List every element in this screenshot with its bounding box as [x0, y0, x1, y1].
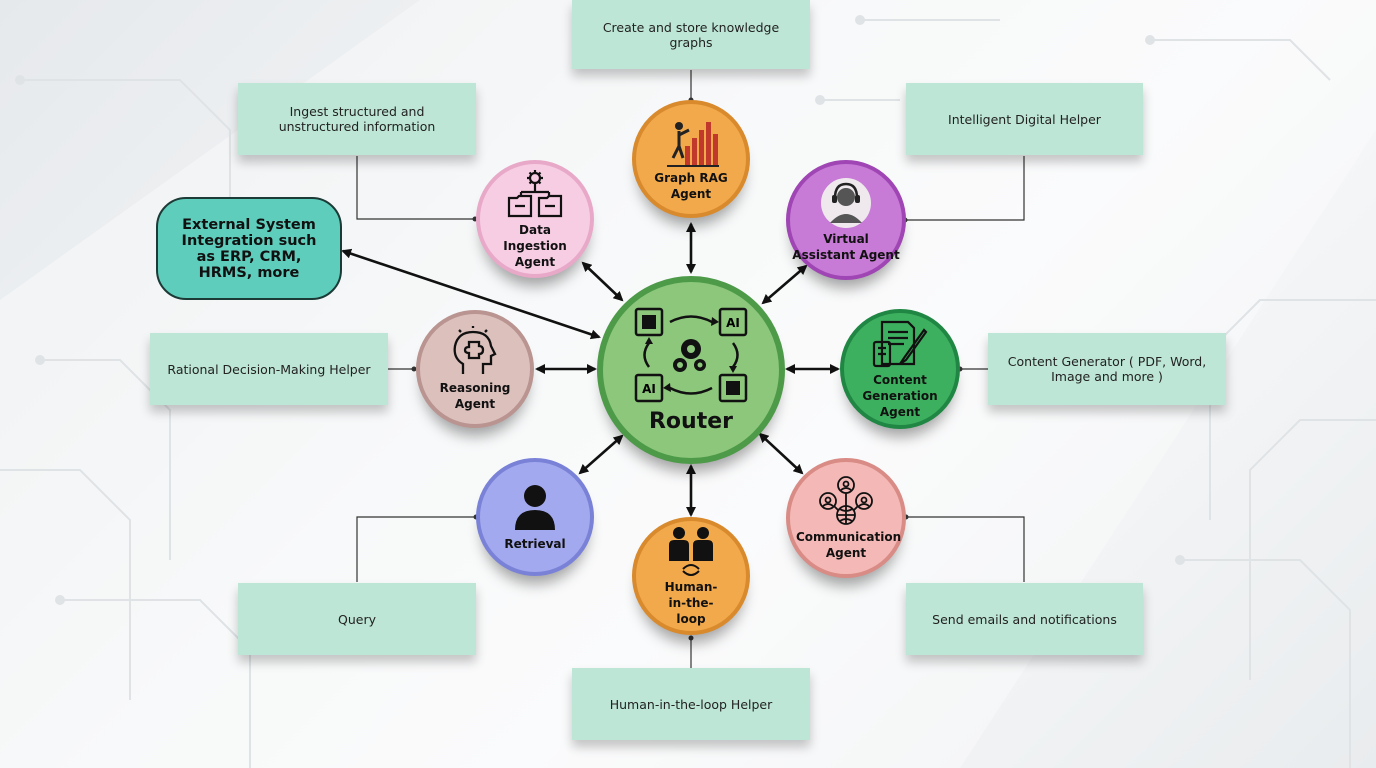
arrow-router-communication — [758, 432, 804, 475]
desc-communication: Send emails and notifications — [906, 583, 1143, 655]
retrieval-agent-node: Retrieval — [476, 458, 594, 576]
reasoning-agent-node: Reasoning Agent — [416, 310, 534, 428]
content-generation-agent-node: Content Generation Agent — [840, 309, 960, 429]
data-ingestion-agent-node: Data Ingestion Agent — [476, 160, 594, 278]
head-puzzle-icon — [453, 326, 497, 374]
virtual-assistant-label: Virtual Assistant Agent — [792, 232, 900, 262]
desc-graph-rag: Create and store knowledge graphs — [572, 0, 810, 69]
line-communication-desc — [906, 516, 1025, 582]
graph-rag-agent-node: Graph RAG Agent — [632, 100, 750, 218]
graph-rag-label: Graph RAG Agent — [654, 171, 728, 201]
desc-human-in-loop: Human-in-the-loop Helper — [572, 668, 810, 740]
data-ingestion-label: Data Ingestion Agent — [503, 223, 567, 269]
retrieval-label: Retrieval — [504, 537, 566, 551]
human-in-the-loop-agent-node: Human-in-the-loop — [632, 517, 750, 635]
reasoning-label: Reasoning Agent — [439, 381, 511, 411]
desc-virtual-assistant: Intelligent Digital Helper — [906, 83, 1143, 155]
document-pen-icon — [872, 320, 928, 368]
router-cycle-icon: AI AI — [634, 307, 748, 403]
arrow-router-retrieval — [578, 434, 624, 475]
communication-label: Communication Agent — [796, 530, 902, 560]
router-node: AI AI Router — [597, 276, 785, 464]
headset-user-icon — [821, 178, 871, 228]
router-chip-label-2: AI — [642, 382, 656, 396]
chart-person-icon — [667, 122, 719, 167]
desc-reasoning: Rational Decision-Making Helper — [150, 333, 388, 405]
router-label: Router — [648, 409, 733, 434]
human-in-the-loop-label: Human-in-the-loop — [664, 580, 718, 626]
external-system-node: External System Integration such as ERP,… — [156, 197, 342, 300]
arrow-router-virtual-assistant — [761, 264, 808, 305]
people-cycle-icon — [669, 527, 713, 576]
line-data-ingestion-desc — [356, 156, 475, 220]
router-chip-label-1: AI — [726, 316, 740, 330]
desc-content-generation: Content Generator ( PDF, Word, Image and… — [988, 333, 1226, 405]
desc-retrieval: Query — [238, 583, 476, 655]
line-retrieval-desc — [356, 516, 476, 582]
arrow-router-data-ingestion — [581, 261, 624, 302]
desc-data-ingestion: Ingest structured and unstructured infor… — [238, 83, 476, 155]
line-virtual-assistant-desc — [905, 156, 1025, 221]
content-generation-label: Content Generation Agent — [862, 373, 938, 419]
gear-folders-icon — [507, 170, 563, 218]
virtual-assistant-agent-node: Virtual Assistant Agent — [786, 160, 906, 280]
user-icon — [515, 485, 555, 530]
communication-agent-node: Communication Agent — [786, 458, 906, 578]
network-people-icon — [819, 476, 873, 525]
arrow-router-external-system — [341, 248, 601, 340]
